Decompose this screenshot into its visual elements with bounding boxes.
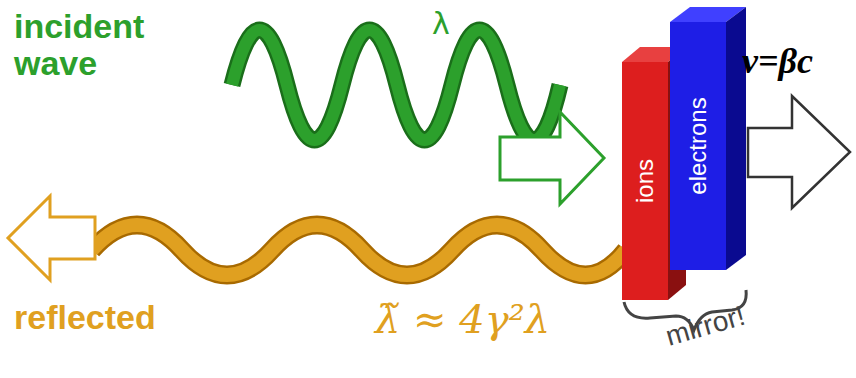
incident-arrow — [500, 112, 604, 204]
reflected-wave — [92, 225, 626, 275]
slab-label: ions — [631, 159, 659, 203]
slab-label: electrons — [684, 97, 712, 194]
incident-wave-fill — [232, 30, 560, 140]
velocity-label: v=βc — [742, 40, 813, 82]
wavelength-formula: λ̃ ≈ 4γ²λ — [375, 296, 550, 342]
incident-wave — [232, 30, 560, 140]
reflected-arrow — [8, 196, 95, 280]
mirror-label: mirror! — [662, 300, 749, 353]
reflected-wave-fill — [92, 225, 626, 275]
velocity-arrow — [748, 96, 850, 208]
reflected-label: reflected — [14, 298, 156, 337]
ions-slab: ions — [622, 62, 668, 300]
electrons-slab: electrons — [670, 22, 726, 270]
wavelength-symbol: λ — [432, 6, 450, 41]
incident-wave-label: incident wave — [14, 8, 204, 81]
